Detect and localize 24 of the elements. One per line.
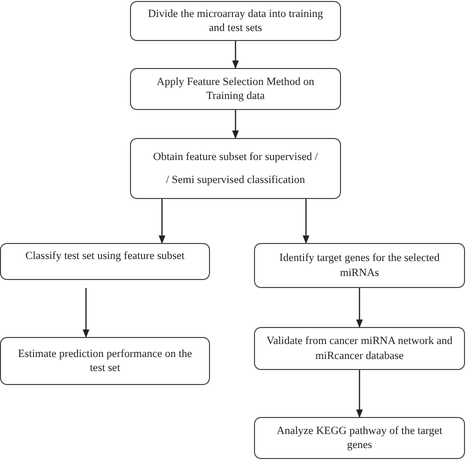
box-text: Analyze KEGG pathway of the target genes: [276, 424, 444, 452]
process-box: [0, 337, 210, 385]
arrow: [356, 288, 363, 328]
arrow: [158, 199, 166, 244]
arrow: [232, 110, 239, 139]
process-box: [254, 243, 465, 288]
box-text: Classify test set using feature subset: [25, 249, 185, 264]
box-text: Apply Feature Selection Method on Training data: [156, 74, 316, 104]
box-text: Divide the microarray data into training and test sets: [146, 6, 324, 36]
process-box: [130, 1, 341, 41]
arrow: [356, 370, 363, 418]
arrow: [232, 41, 239, 69]
process-box: [0, 243, 210, 280]
arrow: [302, 199, 310, 244]
arrow: [82, 288, 90, 338]
process-box: [254, 417, 465, 459]
process-box: [254, 327, 465, 370]
process-box: [130, 68, 341, 110]
box-text: Obtain feature subset for supervised /: [153, 150, 318, 164]
box-text: / Semi supervised classification: [166, 172, 305, 187]
box-text: Identify target genes for the selected miRNAs: [278, 251, 441, 280]
box-text: Validate from cancer miRNA network and miRcancer database: [265, 334, 454, 363]
box-text: Estimate prediction performance on the test set: [16, 346, 194, 376]
process-box: [130, 138, 341, 199]
